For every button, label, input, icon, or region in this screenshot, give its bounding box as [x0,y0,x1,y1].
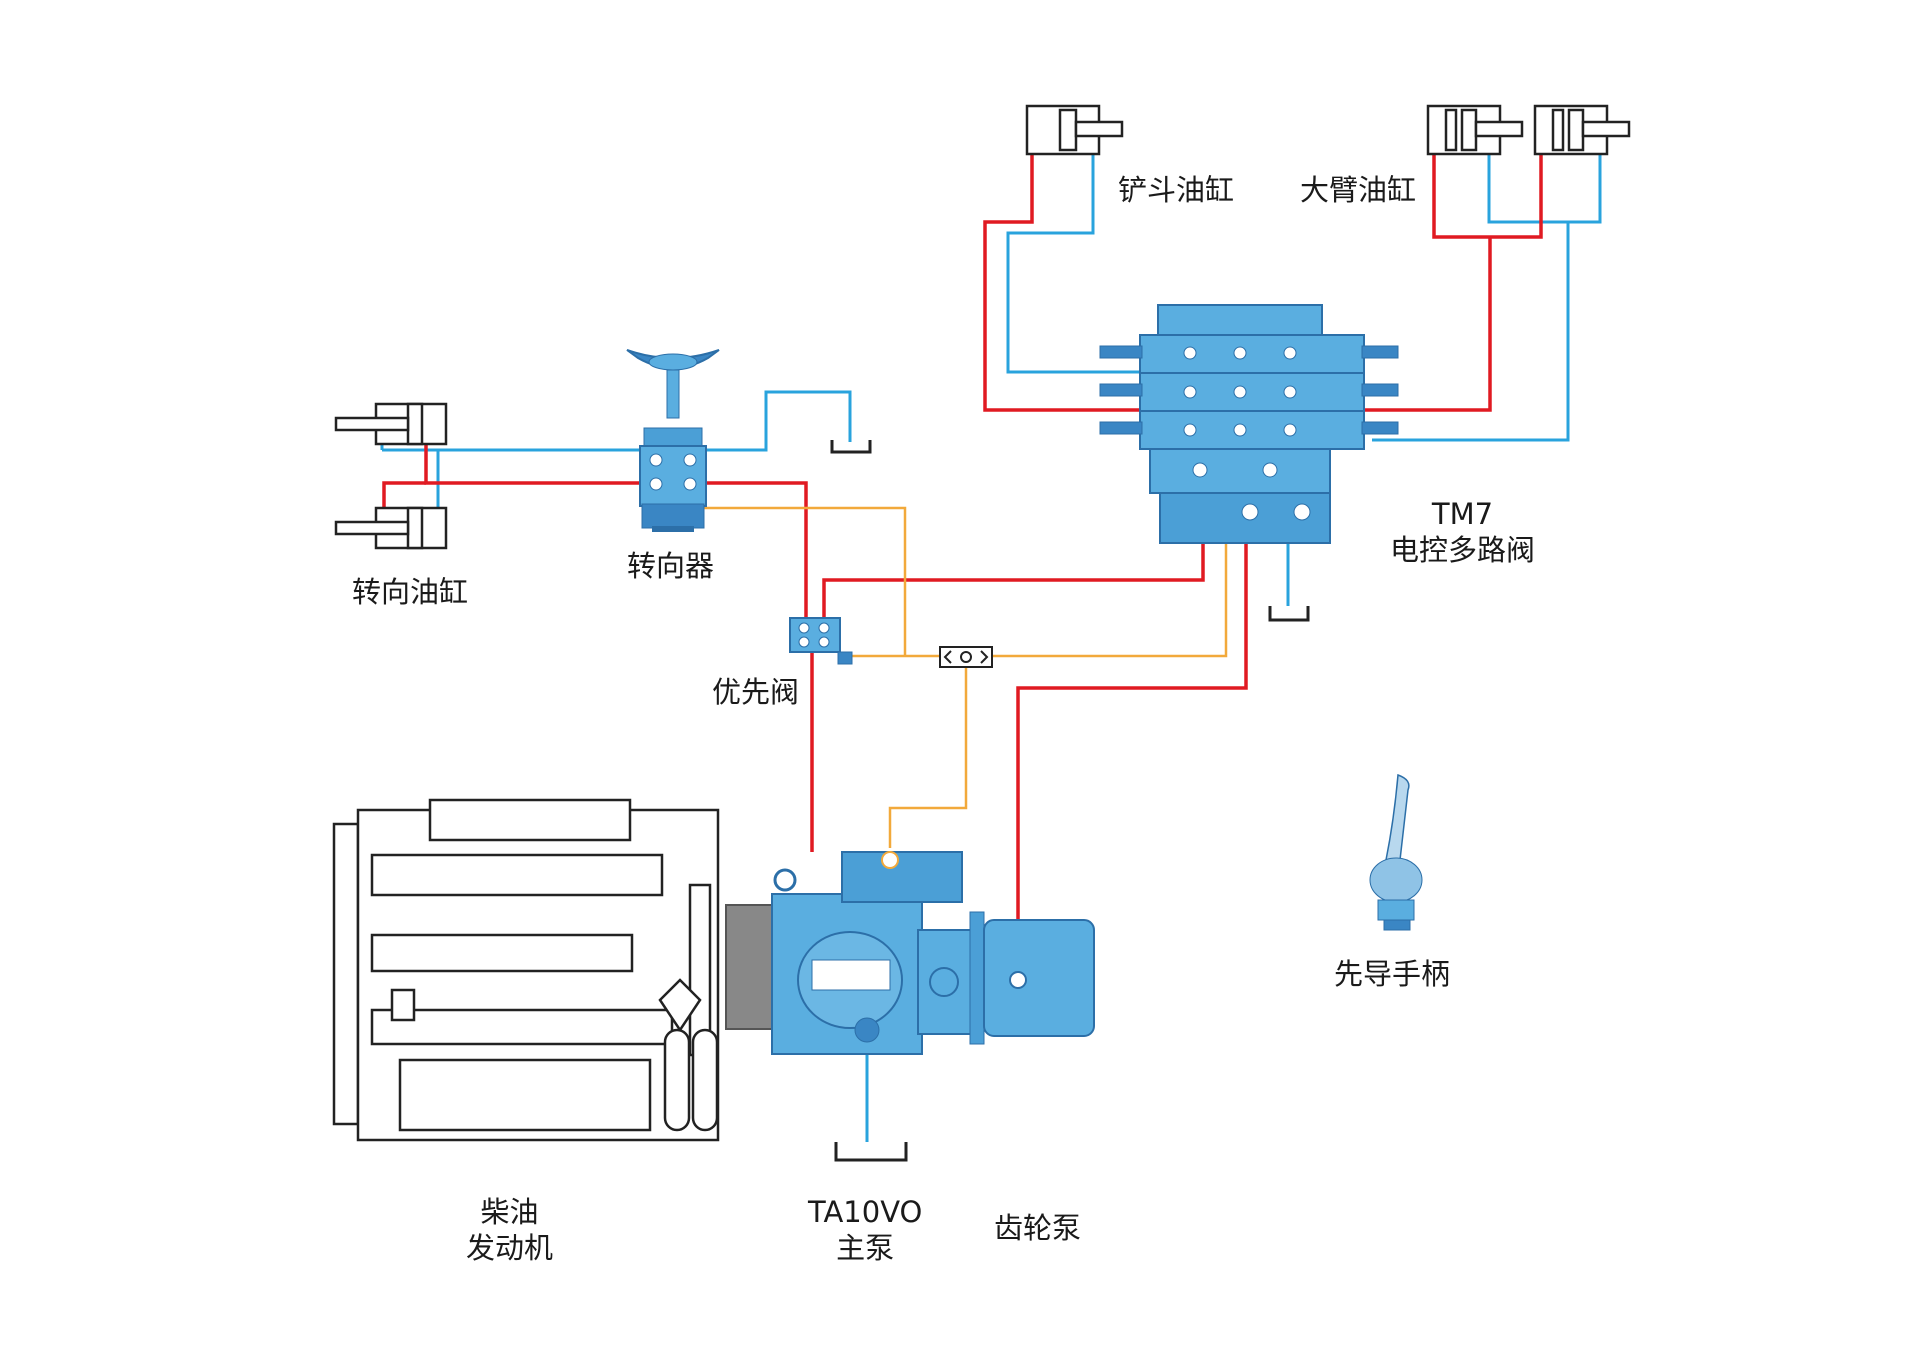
steering-cylinder-bottom-icon [334,506,448,550]
engine-icon [332,798,720,1142]
boom-cylinder-left-icon [1426,104,1524,156]
bucket-cylinder-icon [1025,104,1124,156]
pressure-lines [382,155,1543,968]
steering-unit-label: 转向器 [627,549,715,583]
steering-cylinder-label: 转向油缸 [352,575,469,609]
pilot-handle-label: 先导手柄 [1334,957,1451,991]
boom-cylinder-right-icon [1533,104,1631,156]
shuttle-valve-icon [939,646,993,668]
main-pump-label: TA10VO 主泵 [808,1195,923,1265]
priority-valve-icon [789,617,853,665]
multiway-valve-label: TM7 电控多路阀 [1390,497,1536,567]
steering-wheel-icon [626,349,720,419]
return-lines [380,155,1602,1142]
main-pump-icon [771,851,973,1055]
boom-cylinder-label: 大臂油缸 [1300,173,1417,207]
steering-unit-body-icon [639,427,707,532]
bucket-cylinder-label: 铲斗油缸 [1118,173,1235,207]
multiway-valve-icon [1099,304,1399,544]
tank-icon [830,440,1310,1162]
engine-label: 柴油 发动机 [466,1195,554,1265]
joystick-icon [1369,773,1423,931]
gear-pump-icon [969,911,1095,1045]
coupling-icon [725,904,773,1030]
gear-pump-label: 齿轮泵 [994,1211,1082,1245]
priority-valve-label: 优先阀 [712,675,800,709]
steering-cylinder-top-icon [334,402,448,446]
